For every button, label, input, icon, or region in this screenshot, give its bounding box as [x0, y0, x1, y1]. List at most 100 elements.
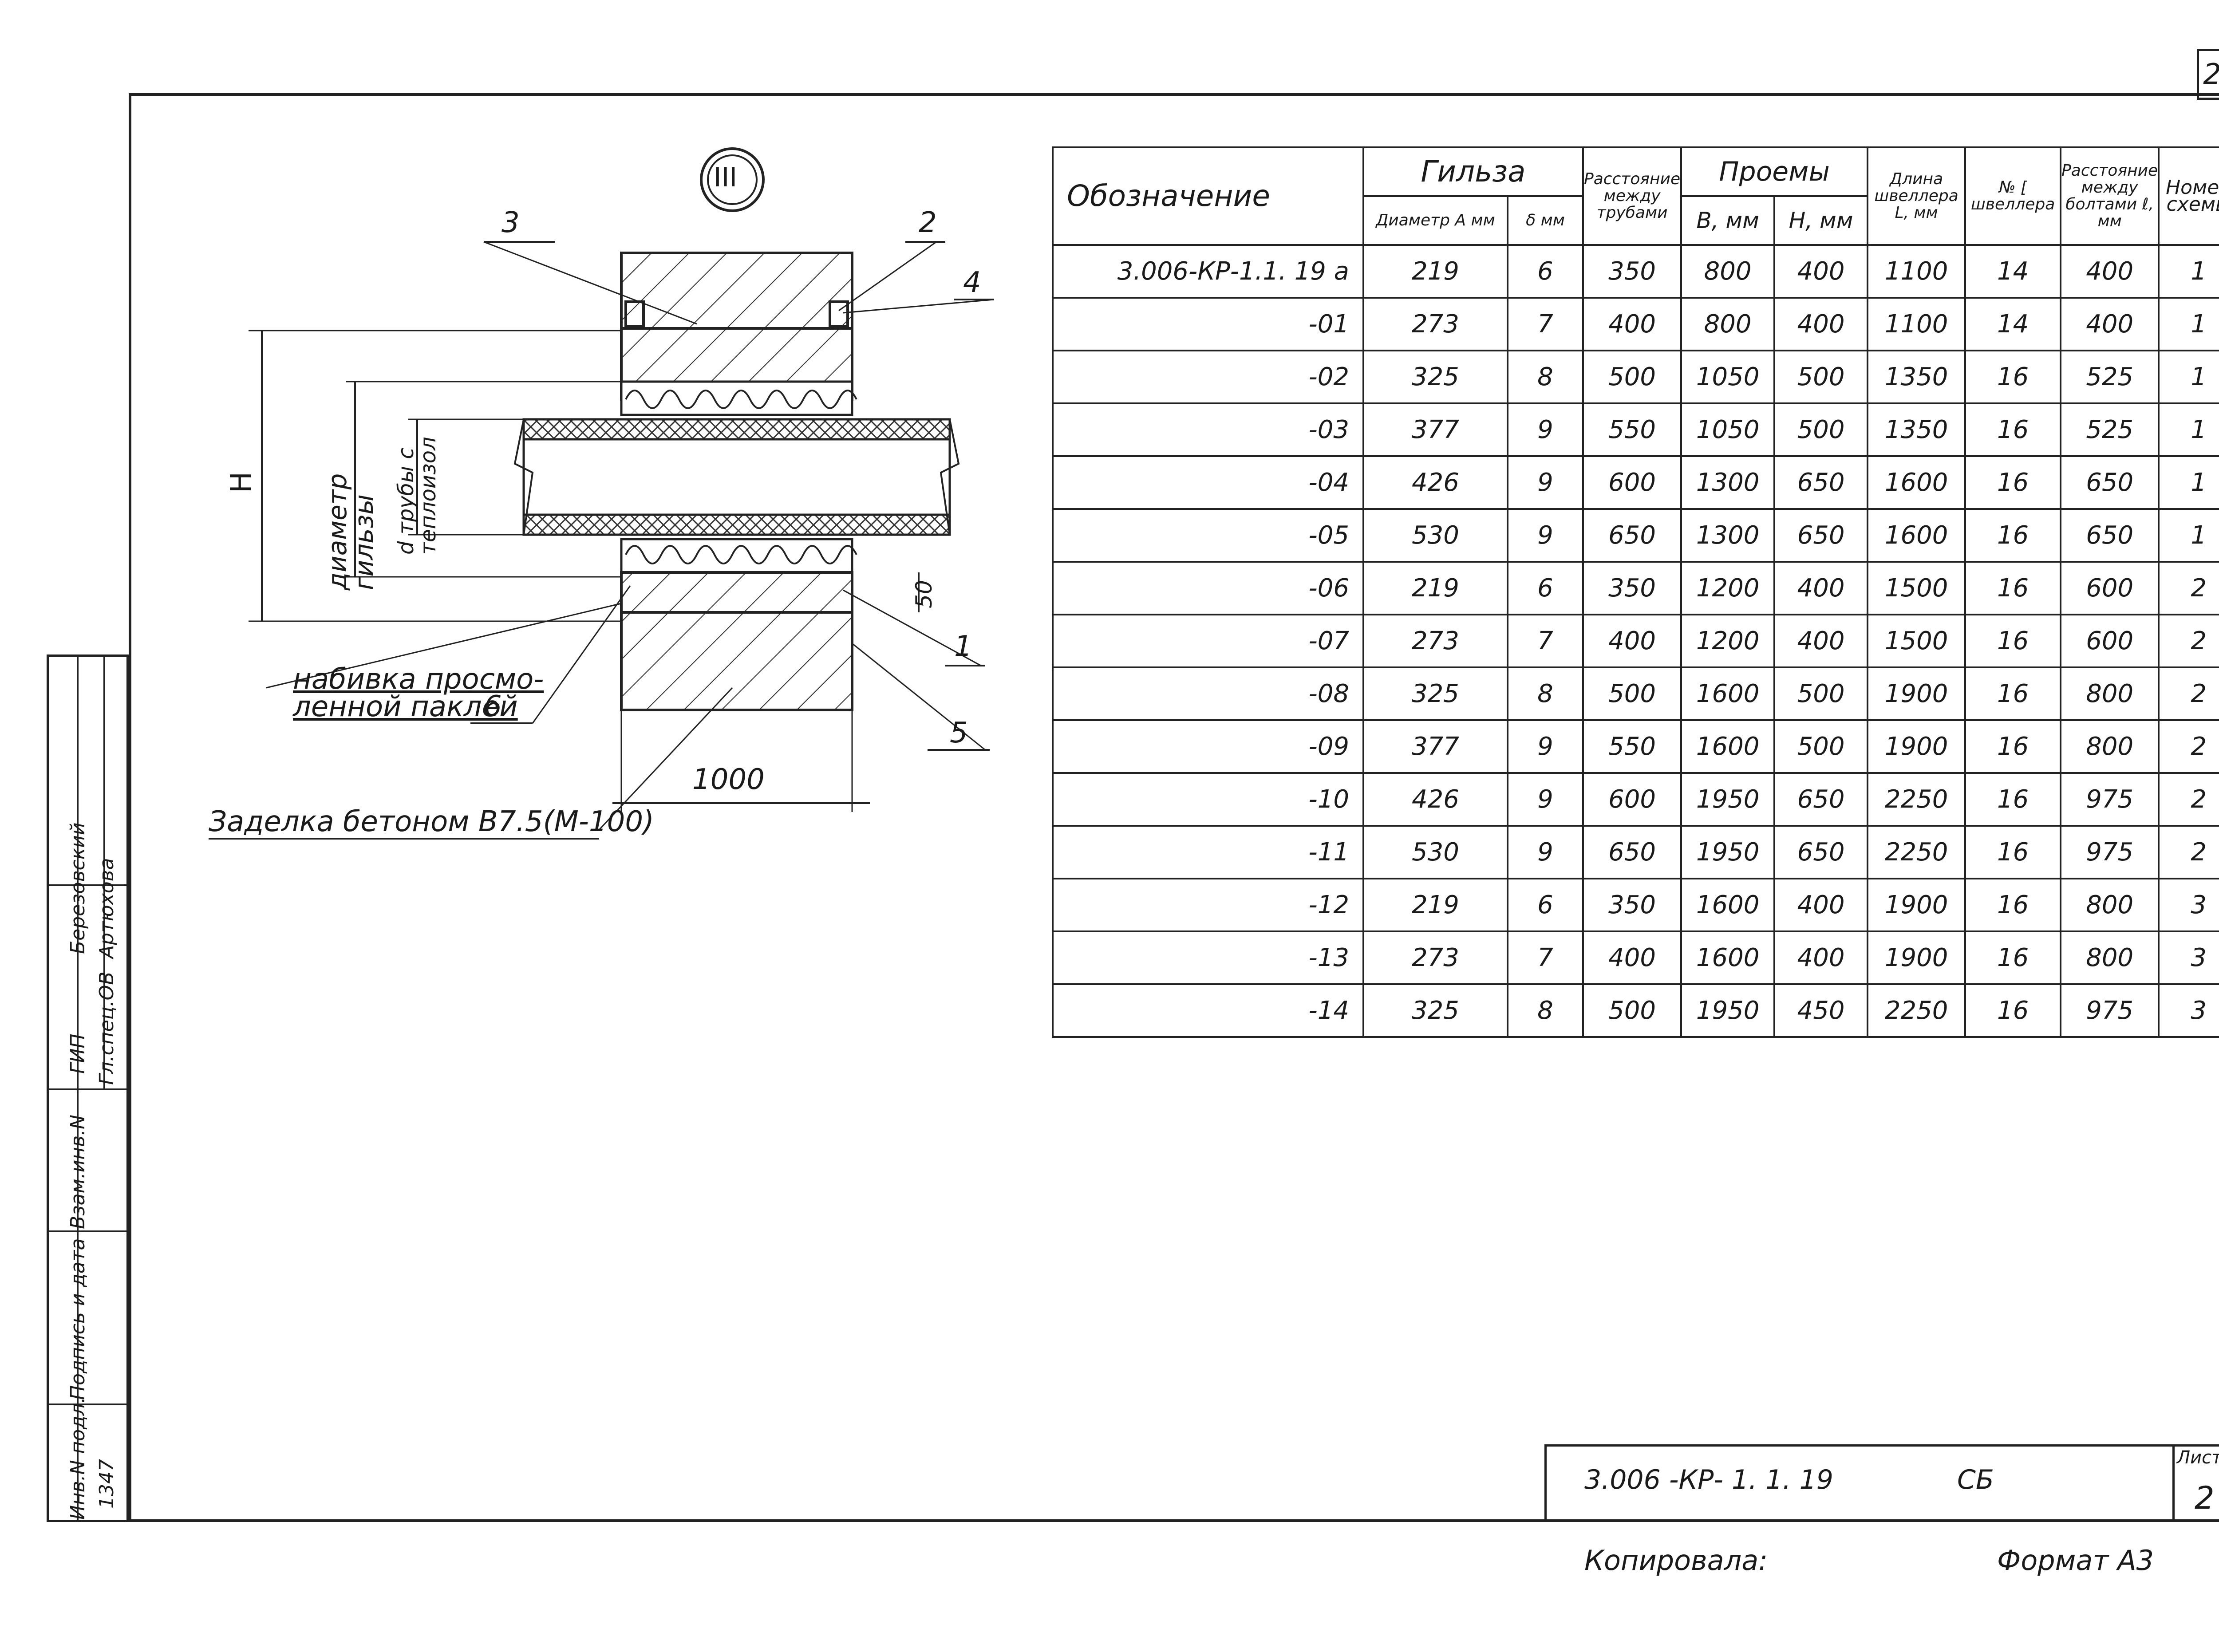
concrete-label: Заделка бетоном В7.5(М-100) — [209, 805, 654, 838]
table-cell: 2250 — [1867, 772, 1966, 827]
table-cell: 16 — [1964, 561, 2062, 615]
sheet-box — [2172, 1444, 2219, 1522]
table-cell: 350 — [1582, 244, 1682, 299]
table-cell: 9 — [1507, 825, 1584, 879]
table-cell: 9 — [1507, 719, 1584, 774]
callout-4: 4 — [963, 266, 981, 299]
table-cell: 16 — [1964, 614, 2062, 668]
table-cell: 650 — [1582, 825, 1682, 879]
table-cell: 16 — [1964, 719, 2062, 774]
document-code: 3.006 -КР- 1. 1. 19 — [1584, 1464, 1833, 1495]
table-cell: 16 — [1964, 930, 2062, 985]
table-cell: 2 — [2158, 614, 2219, 668]
table-cell: 500 — [1773, 350, 1869, 404]
table-cell: 1200 — [1680, 614, 1776, 668]
table-cell: 7 — [1507, 930, 1584, 985]
col-bolt-distance: Расстояние между болтами ℓ, мм — [2060, 146, 2160, 246]
table-cell: 525 — [2060, 350, 2160, 404]
table-cell: 400 — [1773, 930, 1869, 985]
table-cell: 2 — [2158, 666, 2219, 721]
table-cell: 800 — [1680, 297, 1776, 351]
table-cell: 800 — [2060, 878, 2160, 932]
table-cell: 400 — [2060, 297, 2160, 351]
table-cell: 600 — [1582, 772, 1682, 827]
col-designation: Обозначение — [1052, 146, 1364, 246]
table-cell: -13 — [1052, 930, 1364, 985]
packing-label: набивка просмо- ленной паклей — [293, 663, 544, 723]
copied-by: Копировала: — [1584, 1544, 1768, 1577]
table-cell: -03 — [1052, 402, 1364, 457]
table-cell: 1600 — [1680, 878, 1776, 932]
table-cell: 500 — [1582, 666, 1682, 721]
callout-6: 6 — [484, 690, 502, 723]
col-channel-length: Длина швеллера L, мм — [1867, 146, 1966, 246]
table-cell: 1600 — [1680, 930, 1776, 985]
table-cell: 1600 — [1680, 719, 1776, 774]
table-cell: 7 — [1507, 614, 1584, 668]
table-cell: 1950 — [1680, 772, 1776, 827]
table-cell: 14 — [1964, 244, 2062, 299]
table-cell: 1600 — [1867, 455, 1966, 510]
col-open-b: В, мм — [1680, 195, 1776, 246]
table-cell: 3.006-КР-1.1. 19 а — [1052, 244, 1364, 299]
table-cell: 975 — [2060, 983, 2160, 1038]
stamp-inv-orig-value: 1347 — [95, 1459, 118, 1509]
upper-wall — [620, 252, 853, 401]
table-cell: 400 — [1582, 297, 1682, 351]
table-cell: 500 — [1582, 350, 1682, 404]
table-cell: -02 — [1052, 350, 1364, 404]
col-open-h: Н, мм — [1773, 195, 1869, 246]
table-cell: 530 — [1362, 508, 1508, 563]
table-cell: 500 — [1773, 666, 1869, 721]
dimension-50: 50 — [911, 580, 937, 608]
table-cell: 2250 — [1867, 825, 1966, 879]
table-cell: 14 — [1964, 297, 2062, 351]
col-scheme-no: Номер схемы — [2158, 146, 2219, 246]
table-cell: 600 — [2060, 614, 2160, 668]
table-cell: 8 — [1507, 350, 1584, 404]
table-cell: 550 — [1582, 402, 1682, 457]
table-cell: 325 — [1362, 983, 1508, 1038]
pipe-d-label: d трубы с теплоизол — [394, 437, 441, 555]
title-block — [1544, 1444, 2219, 1522]
table-cell: 1 — [2158, 350, 2219, 404]
col-sleeve: Гильза — [1362, 146, 1584, 197]
pipe-insulation-bottom — [522, 513, 951, 536]
table-cell: 3 — [2158, 878, 2219, 932]
table-cell: 16 — [1964, 402, 2062, 457]
approval-stamp — [47, 654, 129, 1522]
table-cell: 2 — [2158, 772, 2219, 827]
table-cell: 1900 — [1867, 666, 1966, 721]
table-cell: -12 — [1052, 878, 1364, 932]
table-cell: 400 — [2060, 244, 2160, 299]
table-cell: 400 — [1773, 561, 1869, 615]
table-cell: 975 — [2060, 772, 2160, 827]
table-cell: -04 — [1052, 455, 1364, 510]
table-cell: 1200 — [1680, 561, 1776, 615]
table-cell: 1600 — [1680, 666, 1776, 721]
pipe-insulation-top — [522, 418, 951, 441]
callout-3: 3 — [501, 206, 520, 239]
table-cell: 1900 — [1867, 930, 1966, 985]
table-cell: 273 — [1362, 930, 1508, 985]
table-cell: 6 — [1507, 561, 1584, 615]
callout-2: 2 — [919, 206, 937, 239]
table-cell: -10 — [1052, 772, 1364, 827]
table-cell: 500 — [1773, 719, 1869, 774]
table-cell: 377 — [1362, 402, 1508, 457]
table-cell: 1350 — [1867, 350, 1966, 404]
table-cell: 1950 — [1680, 983, 1776, 1038]
table-cell: 650 — [2060, 508, 2160, 563]
table-cell: 219 — [1362, 878, 1508, 932]
